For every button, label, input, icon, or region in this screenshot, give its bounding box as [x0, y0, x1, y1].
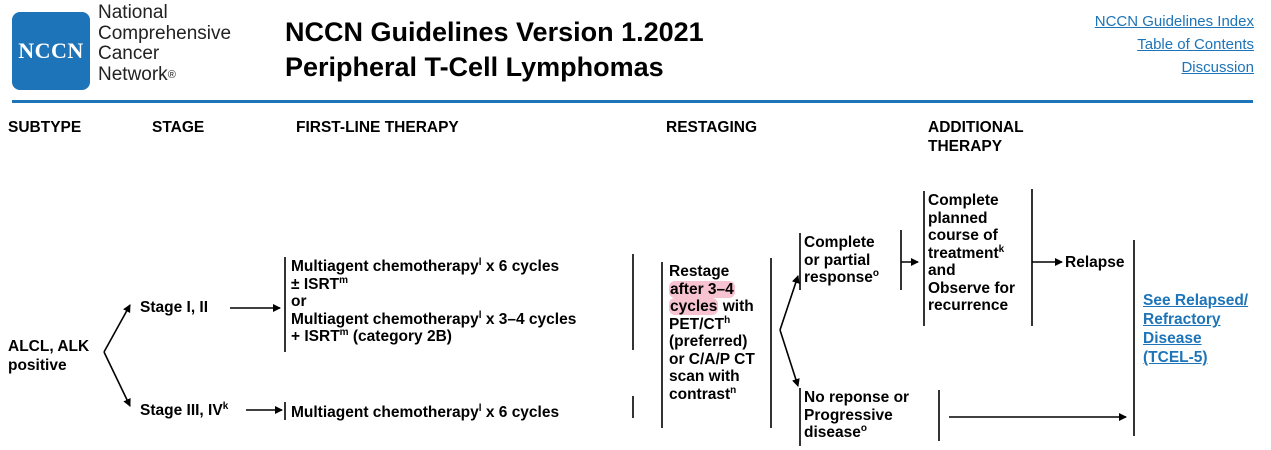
table-of-contents-link[interactable]: Table of Contents [1137, 36, 1254, 53]
therapy-early-line-2: ± ISRTm [291, 274, 349, 293]
restaging-line-8: contrastn [669, 384, 737, 403]
therapy-early-line-3: or [291, 293, 307, 310]
title-version: NCCN Guidelines Version 1.2021 [285, 17, 704, 47]
registered-mark: ® [167, 68, 176, 81]
therapy-advanced: Multiagent chemotherapyl x 6 cycles [291, 402, 560, 421]
relapsed-refractory-link[interactable]: See Relapsed/ Refractory Disease (TCEL-5… [1143, 292, 1249, 366]
restaging-line-7: scan with [669, 368, 740, 385]
subtype-line-1: ALCL, ALK [8, 338, 90, 355]
branch-line-upper [103, 304, 131, 353]
restaging-line-1: Restage [669, 263, 730, 280]
restaging-line-6: or C/A/P CT [669, 350, 755, 368]
stage-advanced: Stage III, IVk [140, 400, 229, 419]
restaging-line-3: cycles with [669, 298, 754, 315]
org-line-1: National [98, 2, 168, 23]
restaging-block: Restage after 3–4 cycles with PET/CTh (p… [669, 263, 755, 403]
column-header-stage: STAGE [152, 119, 205, 136]
therapy-early-line-1: Multiagent chemotherapyl x 6 cycles [291, 256, 560, 275]
branch-response-lower [779, 329, 800, 387]
restaging-highlight-2: cycles [669, 298, 719, 315]
response-none-block: No reponse or Progressive diseaseo [804, 389, 910, 441]
restaging-line-4: PET/CTh [669, 314, 731, 333]
relapse-label: Relapse [1065, 254, 1125, 271]
therapy-early-block: Multiagent chemotherapyl x 6 cycles ± IS… [291, 256, 577, 346]
column-header-additional-line-2: THERAPY [928, 138, 1003, 155]
column-header-subtype: SUBTYPE [8, 119, 82, 136]
branch-response-upper [779, 275, 800, 331]
org-line-3: Cancer [98, 43, 160, 64]
guidelines-index-link[interactable]: NCCN Guidelines Index [1094, 13, 1254, 30]
restaging-line-2: after 3–4 [669, 280, 755, 299]
therapy-early-line-4: Multiagent chemotherapyl x 3–4 cycles [291, 309, 577, 328]
stage-advanced-footnote: k [222, 400, 229, 412]
organization-name: National Comprehensive Cancer Network® [98, 2, 232, 85]
discussion-link[interactable]: Discussion [1181, 59, 1254, 76]
stage-early: Stage I, II [140, 299, 209, 316]
logo-text: NCCN [18, 38, 84, 63]
nccn-logo: NCCN [12, 12, 90, 90]
therapy-early-line-5: + ISRTm (category 2B) [291, 326, 452, 345]
additional-therapy-block: Complete planned course of treatmentk an… [928, 192, 1016, 314]
branch-line-lower [103, 351, 131, 407]
subtype-label: ALCL, ALK positive [8, 337, 89, 375]
response-complete-block: Complete or partial responseo [804, 234, 880, 286]
header-divider [12, 100, 1253, 103]
column-header-additional-therapy: ADDITIONAL THERAPY [928, 118, 1024, 156]
column-header-restaging: RESTAGING [666, 119, 757, 136]
org-line-4: Network [98, 63, 168, 85]
title-topic: Peripheral T-Cell Lymphomas [285, 52, 664, 82]
column-header-first-line: FIRST-LINE THERAPY [296, 119, 459, 136]
column-header-additional-line-1: ADDITIONAL [928, 119, 1024, 136]
restaging-line-5: (preferred) [669, 333, 748, 350]
org-line-2: Comprehensive [98, 22, 232, 44]
page-title: NCCN Guidelines Version 1.2021 Periphera… [285, 15, 704, 85]
subtype-line-2: positive [8, 357, 67, 374]
restaging-highlight-1: after 3–4 [669, 280, 735, 298]
